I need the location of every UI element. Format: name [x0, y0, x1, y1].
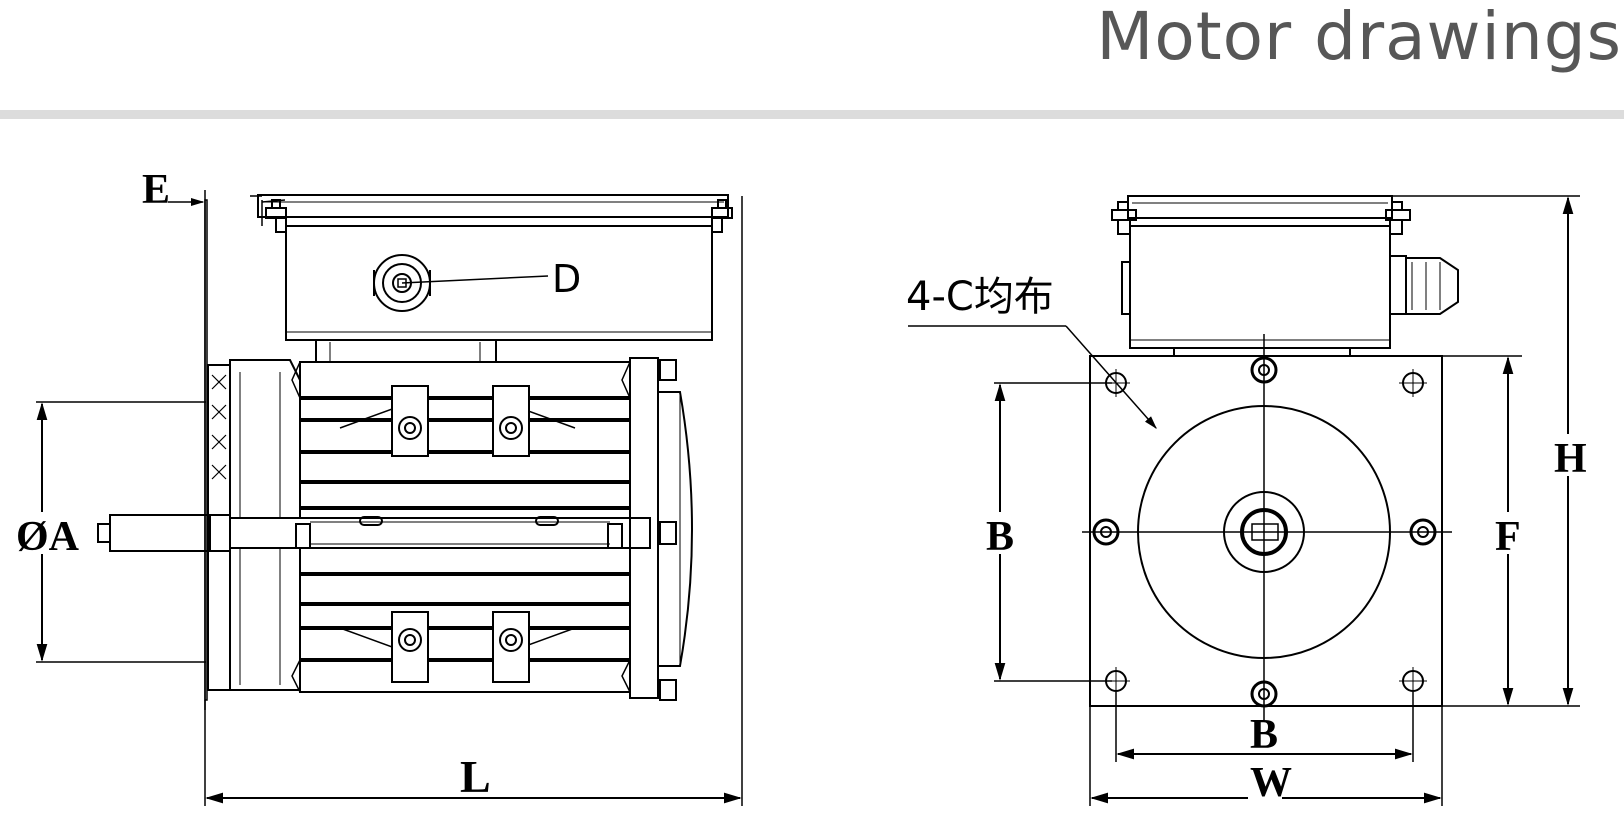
front-terminal-box-lid	[1127, 195, 1393, 219]
flange-plate	[207, 364, 231, 691]
front-terminal-box	[1129, 225, 1391, 349]
bolt-hole-bottom-right	[1399, 667, 1427, 695]
side-cable-gland	[1389, 255, 1459, 315]
label-c: 4-C均布	[906, 274, 1054, 320]
dimension-e	[168, 190, 286, 710]
label-l: L	[460, 751, 491, 802]
tie-rod-nut-right	[1409, 518, 1437, 546]
d-leader-line	[401, 275, 549, 284]
terminal-box	[285, 225, 713, 341]
c-leader-line	[1065, 325, 1157, 430]
dimension-h	[1392, 195, 1580, 706]
fan-cover	[658, 391, 693, 667]
foot-bracket-top-left	[391, 385, 429, 457]
label-w: W	[1250, 760, 1292, 806]
foot-bracket-bottom-right	[492, 611, 530, 683]
label-e: E	[142, 167, 170, 213]
tie-rod-nut-bottom	[1250, 680, 1278, 708]
tie-rod-nut-left	[1092, 518, 1120, 546]
label-h: H	[1554, 436, 1587, 482]
foot-bracket-bottom-left	[391, 611, 429, 683]
dimension-l	[204, 196, 743, 806]
terminal-box-lid	[257, 194, 729, 218]
rear-end-cover	[629, 357, 659, 699]
label-f: F	[1495, 514, 1521, 560]
tie-rod-nut-top	[1250, 356, 1278, 384]
dimension-b-horizontal	[1115, 692, 1414, 762]
label-b-vertical: B	[986, 514, 1014, 560]
shaft	[97, 514, 230, 552]
page-title: Motor drawings	[1096, 0, 1622, 75]
title-divider	[0, 110, 1624, 119]
foot-bracket-top-right	[492, 385, 530, 457]
label-d: D	[552, 257, 581, 301]
front-view: 4-C均布 B B W	[906, 195, 1587, 806]
label-a: ØA	[16, 514, 80, 560]
bolt-hole-top-right	[1399, 369, 1427, 397]
label-b-horizontal: B	[1250, 712, 1278, 758]
side-view: D	[14, 167, 743, 806]
